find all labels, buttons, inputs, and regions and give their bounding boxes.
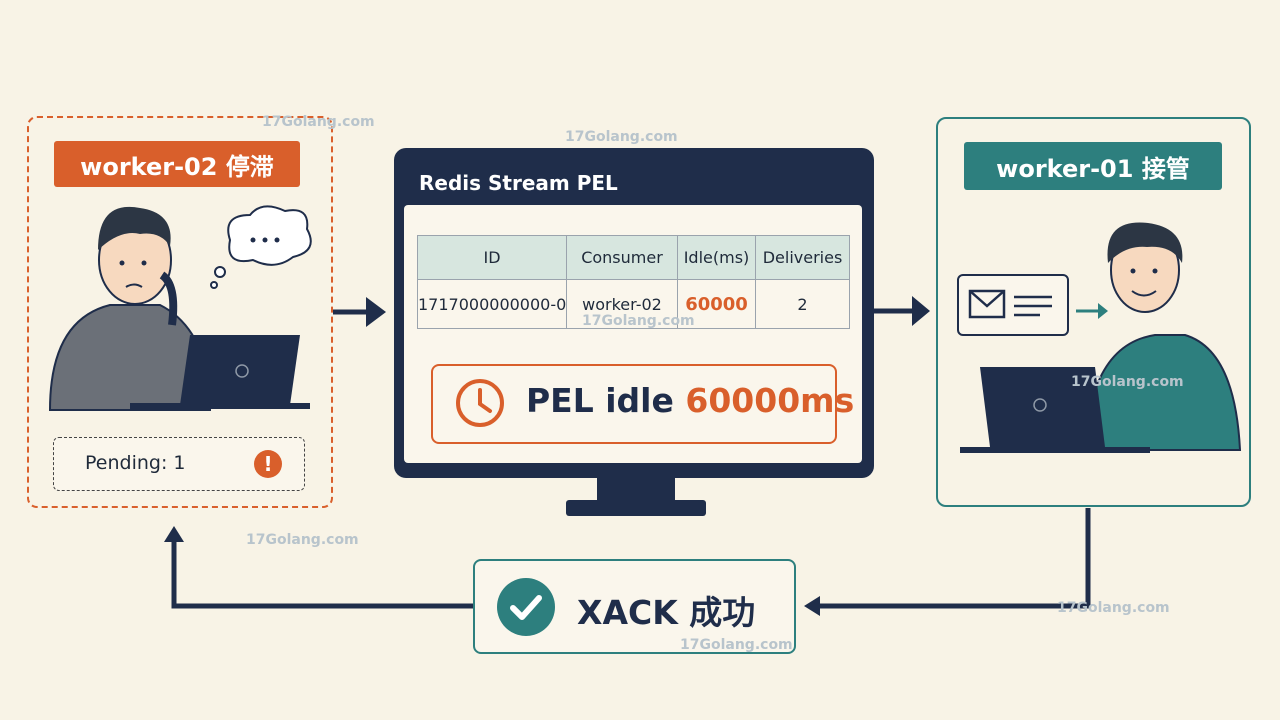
laptop-icon: [180, 335, 300, 405]
watermark: 17Golang.com: [582, 313, 695, 329]
monitor-stand-base: [566, 500, 706, 516]
watermark: 17Golang.com: [565, 129, 678, 145]
table-row: 1717000000000-0 worker-02 60000 2: [417, 279, 850, 329]
idle-banner-prefix: PEL idle: [526, 381, 686, 420]
column-header-deliveries: Deliveries: [755, 235, 850, 280]
idle-banner-value: 60000ms: [685, 381, 855, 420]
watermark: 17Golang.com: [246, 532, 359, 548]
checkmark-icon: [497, 578, 555, 636]
idle-banner: [431, 364, 837, 444]
takeover-worker-label: worker-01 接管: [964, 142, 1222, 190]
takeover-worker-panel: [936, 117, 1251, 507]
watermark: 17Golang.com: [680, 637, 793, 653]
cell-idle-ms: 60000: [677, 279, 756, 329]
stalled-worker-panel: [27, 116, 333, 508]
watermark: 17Golang.com: [1057, 600, 1170, 616]
pel-table-header-row: ID Consumer Idle(ms) Deliveries: [417, 235, 850, 280]
watermark: 17Golang.com: [1071, 374, 1184, 390]
thought-bubble-icon: [227, 205, 312, 266]
cell-message-id: 1717000000000-0: [417, 279, 567, 329]
stalled-worker-label: worker-02 停滞: [54, 141, 300, 187]
cell-deliveries: 2: [755, 279, 850, 329]
idle-banner-text: PEL idle 60000ms: [526, 381, 854, 420]
pending-count-label: Pending: 1: [85, 452, 186, 474]
column-header-id: ID: [417, 235, 567, 280]
envelope-icon: [968, 289, 1052, 319]
alert-icon: !: [254, 450, 282, 478]
laptop-icon: [980, 367, 1105, 447]
pel-table: ID Consumer Idle(ms) Deliveries 17170000…: [417, 235, 850, 329]
column-header-consumer: Consumer: [566, 235, 678, 280]
monitor-title: Redis Stream PEL: [419, 171, 618, 195]
column-header-idle: Idle(ms): [677, 235, 756, 280]
handoff-arrow-icon: [1076, 303, 1108, 319]
monitor-stand-neck: [597, 478, 675, 502]
clock-icon: [456, 379, 504, 427]
stalled-worker-illustration: [48, 205, 312, 411]
cell-consumer: worker-02: [566, 279, 678, 329]
xack-success-label: XACK 成功: [577, 593, 756, 632]
watermark: 17Golang.com: [262, 114, 375, 130]
takeover-worker-illustration: [960, 222, 1242, 453]
